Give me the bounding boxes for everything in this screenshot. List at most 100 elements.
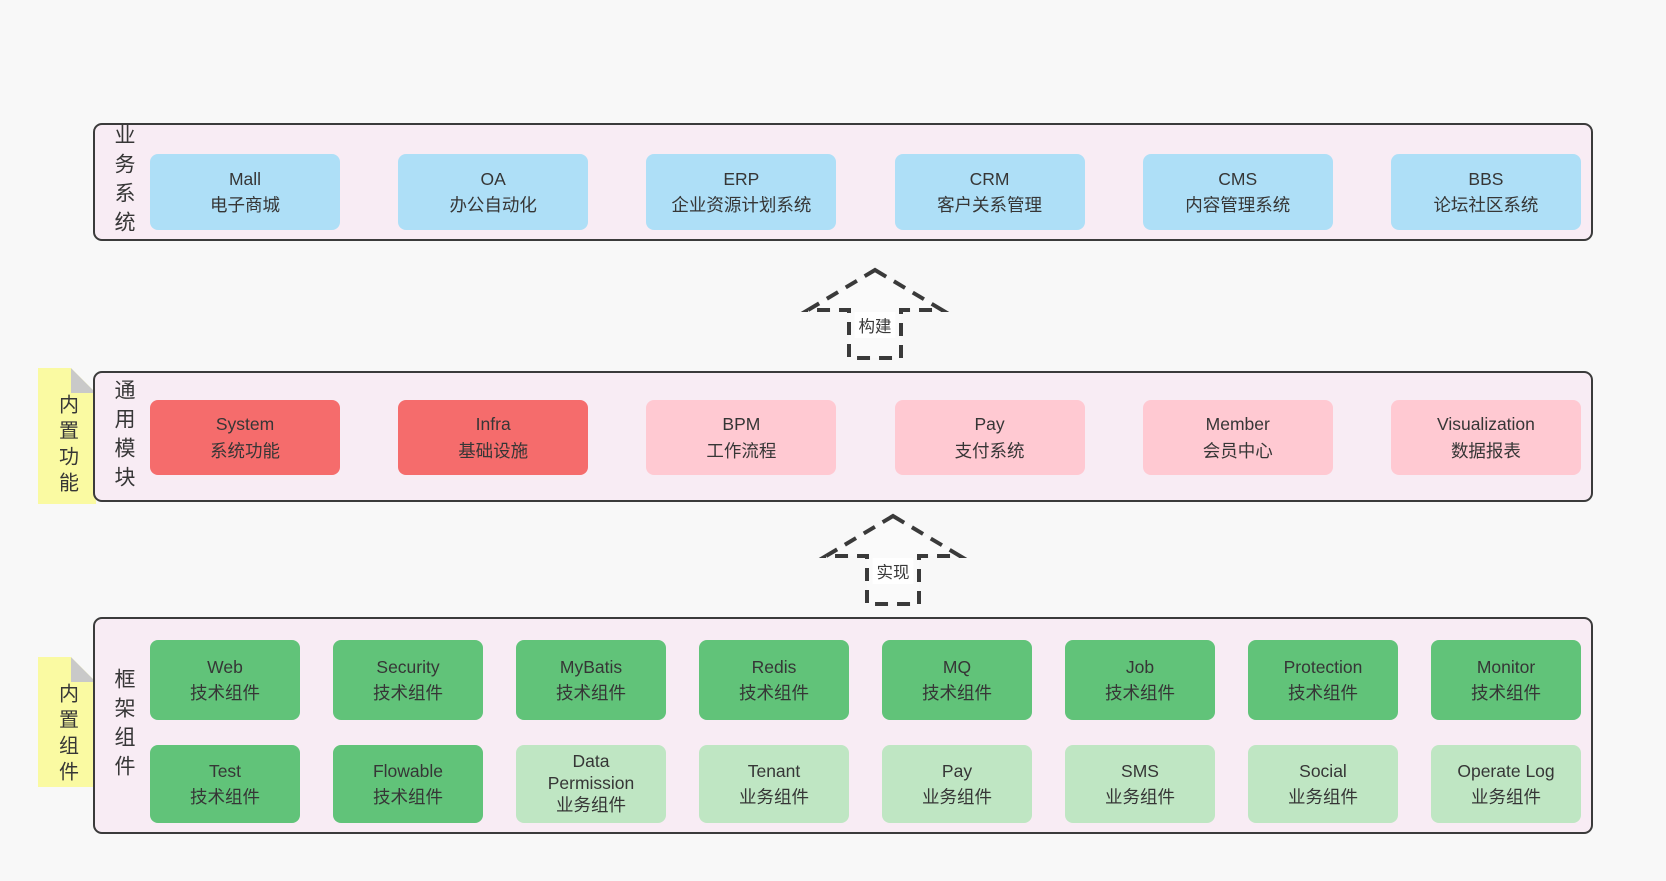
box-sms: SMS 业务组件 <box>1065 745 1215 823</box>
box-zh-label: 技术组件 <box>922 683 992 703</box>
arrow-implement: 实现 <box>818 512 968 608</box>
box-en-label: System <box>215 414 275 435</box>
box-visualization: Visualization 数据报表 <box>1390 400 1581 475</box>
box-zh-label: 系统功能 <box>210 440 280 461</box>
note-label: 内置功能 <box>55 394 78 498</box>
box-en-label: Visualization <box>1436 414 1535 435</box>
box-pay-module: Pay 支付系统 <box>894 400 1085 475</box>
box-protection: Protection 技术组件 <box>1248 640 1398 720</box>
box-redis: Redis 技术组件 <box>699 640 849 720</box>
box-en-label: Web <box>207 656 243 677</box>
box-zh-label: 业务组件 <box>1105 787 1175 807</box>
box-en-label: Operate Log <box>1457 760 1555 781</box>
box-zh-label: 技术组件 <box>373 683 443 703</box>
box-en-label: Redis <box>751 656 797 677</box>
box-en-label: Flowable <box>372 760 444 781</box>
box-en-label: Social <box>1299 760 1347 781</box>
box-security: Security 技术组件 <box>333 640 483 720</box>
box-test: Test 技术组件 <box>150 745 300 823</box>
arrow-label: 实现 <box>872 558 914 584</box>
box-en-label: OA <box>480 168 506 189</box>
box-social: Social 业务组件 <box>1248 745 1398 823</box>
box-zh-label: 基础设施 <box>458 440 529 461</box>
box-tenant: Tenant 业务组件 <box>699 745 849 823</box>
layer-label: 通用模块 <box>112 378 135 495</box>
framework-components-row-1: Web 技术组件 Security 技术组件 MyBatis 技术组件 Redi… <box>150 640 1581 720</box>
box-web: Web 技术组件 <box>150 640 300 720</box>
box-zh-label: 数据报表 <box>1450 440 1521 461</box>
box-zh-label: 支付系统 <box>954 440 1025 461</box>
box-mybatis: MyBatis 技术组件 <box>516 640 666 720</box>
box-infra: Infra 基础设施 <box>398 400 589 475</box>
layer-label: 业务系统 <box>112 124 135 240</box>
note-built-in-components: 内置组件 <box>38 657 96 787</box>
box-en-label: Test <box>208 760 242 781</box>
layer-common-modules: 通用模块 System 系统功能 Infra 基础设施 BPM 工作流程 Pay… <box>93 371 1593 502</box>
box-en-label: Tenant <box>747 760 801 781</box>
box-job: Job 技术组件 <box>1065 640 1215 720</box>
box-en-label: CMS <box>1218 168 1258 189</box>
framework-components-row-2: Test 技术组件 Flowable 技术组件 Data Permission … <box>150 745 1581 823</box>
box-zh-label: 技术组件 <box>556 683 626 703</box>
layer-label: 框架组件 <box>112 667 135 784</box>
common-modules-row: System 系统功能 Infra 基础设施 BPM 工作流程 Pay 支付系统… <box>150 400 1581 475</box>
box-en-label: Mall <box>228 168 262 189</box>
box-zh-label: 业务组件 <box>556 794 626 815</box>
layer-framework-components: 框架组件 Web 技术组件 Security 技术组件 MyBatis 技术组件… <box>93 617 1593 834</box>
box-pay-component: Pay 业务组件 <box>882 745 1032 823</box>
box-zh-label: 技术组件 <box>190 787 260 807</box>
box-en-label: Pay <box>974 414 1005 435</box>
box-zh-label: 技术组件 <box>1288 683 1358 703</box>
box-en-label: Data Permission <box>547 751 635 794</box>
box-zh-label: 工作流程 <box>706 440 777 461</box>
box-zh-label: 业务组件 <box>1471 787 1541 807</box>
layer-business-systems: 业务系统 Mall 电子商城 OA 办公自动化 ERP 企业资源计划系统 CRM… <box>93 123 1593 241</box>
box-zh-label: 会员中心 <box>1202 440 1273 461</box>
box-cms: CMS 内容管理系统 <box>1142 154 1333 230</box>
box-zh-label: 企业资源计划系统 <box>671 195 812 215</box>
box-bpm: BPM 工作流程 <box>646 400 837 475</box>
note-label: 内置组件 <box>55 683 78 787</box>
box-en-label: SMS <box>1121 760 1159 781</box>
box-zh-label: 业务组件 <box>739 787 809 807</box>
box-zh-label: 论坛社区系统 <box>1433 195 1539 215</box>
arrow-build: 构建 <box>800 266 950 362</box>
note-built-in-features: 内置功能 <box>38 368 96 504</box>
box-system: System 系统功能 <box>150 400 340 475</box>
box-zh-label: 技术组件 <box>190 683 260 703</box>
box-crm: CRM 客户关系管理 <box>894 154 1085 230</box>
box-zh-label: 技术组件 <box>1105 683 1175 703</box>
box-en-label: BPM <box>722 414 761 435</box>
box-zh-label: 技术组件 <box>739 683 809 703</box>
box-mall: Mall 电子商城 <box>150 154 340 230</box>
box-zh-label: 办公自动化 <box>449 195 537 215</box>
box-zh-label: 客户关系管理 <box>937 195 1043 215</box>
box-en-label: Infra <box>475 414 511 435</box>
box-en-label: BBS <box>1468 168 1504 189</box>
business-systems-row: Mall 电子商城 OA 办公自动化 ERP 企业资源计划系统 CRM 客户关系… <box>150 154 1581 230</box>
box-en-label: Monitor <box>1476 656 1536 677</box>
box-en-label: Protection <box>1283 656 1363 677</box>
box-en-label: ERP <box>723 168 760 189</box>
box-en-label: CRM <box>969 168 1010 189</box>
box-monitor: Monitor 技术组件 <box>1431 640 1581 720</box>
box-operate-log: Operate Log 业务组件 <box>1431 745 1581 823</box>
box-data-permission: Data Permission 业务组件 <box>516 745 666 823</box>
box-en-label: MyBatis <box>559 656 623 677</box>
box-en-label: MQ <box>942 656 972 677</box>
box-zh-label: 电子商城 <box>210 195 280 215</box>
box-oa: OA 办公自动化 <box>398 154 589 230</box>
box-en-label: Pay <box>941 760 973 781</box>
box-zh-label: 业务组件 <box>1288 787 1358 807</box>
box-member: Member 会员中心 <box>1142 400 1333 475</box>
box-en-label: Job <box>1125 656 1155 677</box>
box-zh-label: 业务组件 <box>922 787 992 807</box>
box-zh-label: 技术组件 <box>373 787 443 807</box>
arrow-label: 构建 <box>854 312 896 338</box>
box-erp: ERP 企业资源计划系统 <box>646 154 837 230</box>
box-flowable: Flowable 技术组件 <box>333 745 483 823</box>
box-mq: MQ 技术组件 <box>882 640 1032 720</box>
box-en-label: Member <box>1205 414 1270 435</box>
box-zh-label: 内容管理系统 <box>1185 195 1291 215</box>
